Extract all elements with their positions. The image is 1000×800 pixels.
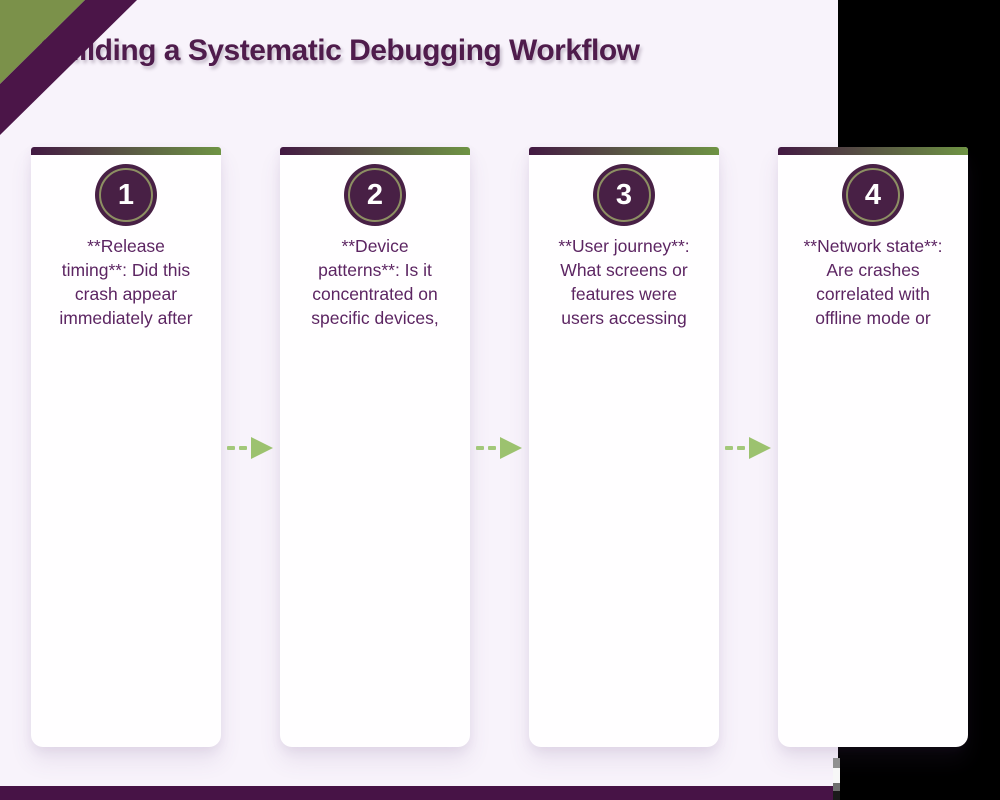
step-number: 2 xyxy=(366,178,384,211)
step-description-line: **User journey**: xyxy=(558,236,690,256)
step-description-line: **Network state**: xyxy=(803,236,943,256)
card-accent-bar xyxy=(778,147,968,155)
step-description-line: timing**: Did this xyxy=(61,260,191,280)
step-number-badge: 3 xyxy=(593,164,655,226)
scrollbar-fragment xyxy=(833,758,840,768)
step-number: 4 xyxy=(864,178,882,211)
card-accent-bar xyxy=(31,147,221,155)
badge-ring xyxy=(348,168,402,222)
step-card-1: 1 **Release timing**: Did this crash app… xyxy=(31,147,221,747)
footer-accent-bar xyxy=(0,786,833,800)
badge-ring xyxy=(846,168,900,222)
step-description-line: **Device xyxy=(341,236,409,256)
step-description-line: crash appear xyxy=(74,284,178,304)
step-description-line: **Release xyxy=(87,236,165,256)
arrow-right-icon xyxy=(227,437,273,459)
step-description-line: patterns**: Is it xyxy=(318,260,432,280)
step-description-line: Are crashes xyxy=(826,260,920,280)
step-number-badge: 2 xyxy=(344,164,406,226)
step-description: **Network state**: Are crashes correlate… xyxy=(778,234,968,330)
step-description-line: offline mode or xyxy=(815,308,931,328)
step-number-badge: 4 xyxy=(842,164,904,226)
document-background: Building a Systematic Debugging Workflow… xyxy=(0,0,968,800)
step-description-line: users accessing xyxy=(561,308,687,328)
page-title: Building a Systematic Debugging Workflow xyxy=(40,34,640,67)
scrollbar-fragment xyxy=(833,791,840,800)
step-description-line: correlated with xyxy=(816,284,930,304)
step-description-line: What screens or xyxy=(560,260,688,280)
step-description-line: specific devices, xyxy=(311,308,439,328)
step-number-badge: 1 xyxy=(95,164,157,226)
step-description-line: immediately after xyxy=(59,308,193,328)
step-card-3: 3 **User journey**: What screens or feat… xyxy=(529,147,719,747)
badge-ring xyxy=(597,168,651,222)
step-description-line: concentrated on xyxy=(312,284,438,304)
step-description: **Release timing**: Did this crash appea… xyxy=(31,234,221,330)
workflow-steps-row: 1 **Release timing**: Did this crash app… xyxy=(31,147,968,747)
card-accent-bar xyxy=(280,147,470,155)
scrollbar-fragment xyxy=(833,783,840,791)
card-accent-bar xyxy=(529,147,719,155)
step-description: **Device patterns**: Is it concentrated … xyxy=(280,234,470,330)
arrow-right-icon xyxy=(725,437,771,459)
arrow-right-icon xyxy=(476,437,522,459)
step-description-line: features were xyxy=(570,284,678,304)
scrollbar-fragment xyxy=(833,768,840,783)
step-number: 3 xyxy=(615,178,633,211)
step-description: **User journey**: What screens or featur… xyxy=(529,234,719,330)
step-card-4: 4 **Network state**: Are crashes correla… xyxy=(778,147,968,747)
step-number: 1 xyxy=(117,178,135,211)
badge-ring xyxy=(99,168,153,222)
step-card-2: 2 **Device patterns**: Is it concentrate… xyxy=(280,147,470,747)
